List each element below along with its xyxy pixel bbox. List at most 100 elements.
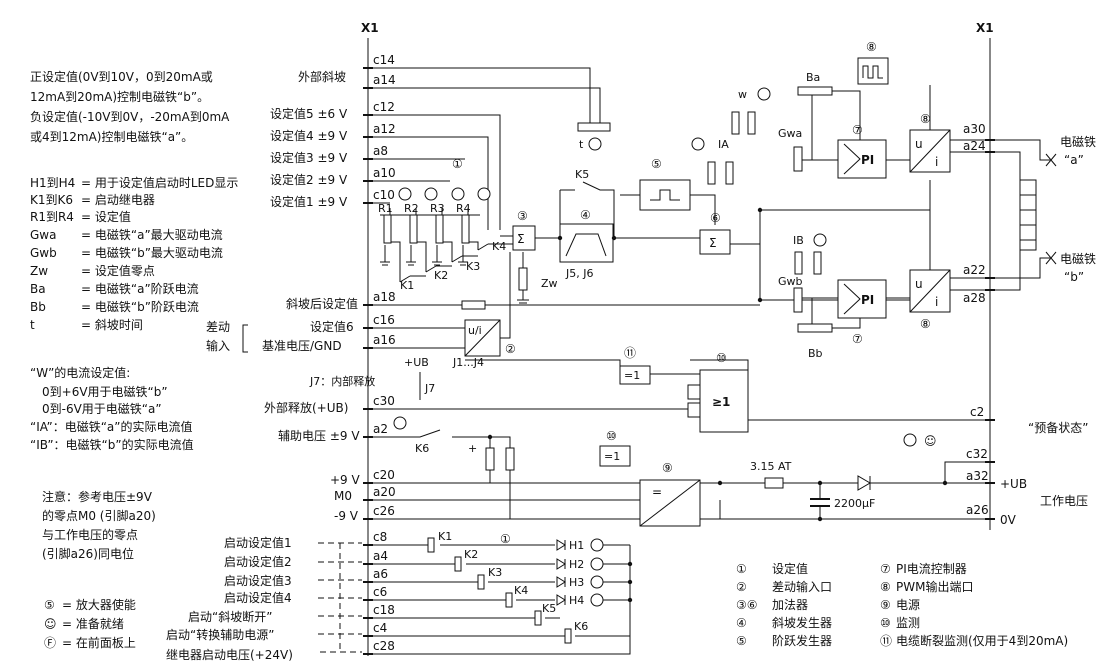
schmitt-icon [687, 402, 701, 418]
num-icon: ② [505, 342, 516, 356]
resistor [731, 111, 740, 135]
resistor-label: R1 [378, 202, 393, 215]
def-key: Bb [30, 300, 46, 314]
relay-coil [477, 574, 485, 590]
diff-input-bracket [242, 324, 248, 353]
pin-name: c20 [373, 468, 395, 482]
relay-label: K6 [415, 442, 429, 455]
legend-text: 差动输入口 [772, 579, 832, 594]
resistor [725, 161, 734, 185]
legend-text: 电源 [896, 598, 920, 612]
resistor-label: R2 [404, 202, 419, 215]
ge1-label: ≥1 [712, 395, 730, 409]
led-icon [556, 539, 566, 606]
relay-label: K2 [464, 548, 478, 561]
ramp-generator [559, 223, 614, 263]
legend-num: ④ [736, 616, 747, 630]
num-icon: ⑦ [852, 123, 863, 137]
symbol-text: = 放大器使能 [62, 597, 136, 612]
num-icon: ③ [517, 209, 528, 223]
relay-coil [505, 592, 513, 608]
symbol-front-panel-icon: Ⓕ [44, 636, 56, 650]
num-icon: ⑧ [920, 112, 931, 126]
def-val: = 斜坡时间 [81, 318, 143, 332]
ground-icon [380, 261, 468, 266]
step-generator [639, 179, 691, 211]
pin-label: +9 V [330, 473, 361, 487]
pi-label: PI [861, 153, 874, 167]
t-pot [577, 122, 611, 132]
legend-right: ① 设定值 ② 差动输入口 ③⑥ 加法器 ④ 斜坡发生器 ⑤ 阶跃发生器 ⑦ P… [736, 561, 1068, 648]
magnet-a-label: “a” [1064, 153, 1084, 167]
ready-icon: ☺ [924, 434, 937, 448]
adder-box [512, 225, 536, 251]
front-panel-icon [757, 87, 771, 101]
pin-name: a18 [373, 290, 396, 304]
cap-label: 2200µF [834, 497, 875, 510]
pin-label: M0 [334, 489, 352, 503]
legend-text: 监测 [896, 616, 920, 630]
solenoid-body [1019, 179, 1037, 251]
pin-label: 设定值6 [310, 319, 354, 334]
note-line: 或4到12mA)控制电磁铁“a”。 [30, 129, 193, 144]
gwb-label: Gwb [778, 275, 803, 288]
pin-name: c16 [373, 313, 395, 327]
magnet-a-label: 电磁铁 [1060, 134, 1096, 149]
relay-label: K2 [434, 269, 448, 282]
pin-name: a8 [373, 144, 388, 158]
resistor [505, 447, 515, 471]
note2-line: 与工作电压的零点 [42, 527, 138, 542]
pin-label: 斜坡后设定值 [286, 296, 358, 311]
pin-stubs-left [363, 67, 373, 655]
legend-text: 斜坡发生器 [772, 615, 832, 630]
i-label: i [935, 155, 938, 169]
zw-label: Zw [541, 277, 558, 290]
num-icon: ⑥ [710, 211, 721, 225]
start-label: 启动“转换辅助电源” [166, 627, 274, 642]
led-label: H3 [569, 576, 584, 589]
num-icon: ⑤ [651, 157, 662, 171]
i-label: i [935, 295, 938, 309]
work-voltage-label: 工作电压 [1040, 494, 1088, 508]
bb-pot [797, 323, 833, 333]
resistor [485, 447, 495, 471]
relay-label: K1 [438, 530, 452, 543]
legend-num: ③⑥ [736, 598, 758, 612]
ia-label: IA [718, 138, 729, 151]
resistor [813, 251, 822, 275]
fuse [764, 477, 784, 489]
front-panel-icon [588, 137, 602, 151]
start-label: 启动设定值3 [224, 573, 292, 588]
w-label: w [738, 88, 747, 101]
ia-line: “IA”：电磁铁“a”的实际电流值 [30, 419, 193, 434]
diff-input-label: 输入 [206, 338, 230, 353]
pin-label: 设定值3 ±9 V [270, 150, 348, 165]
diff-input-label: 差动 [206, 320, 230, 334]
pin-label: 外部释放(+UB) [264, 400, 348, 415]
amp-icon [843, 283, 861, 315]
def-val: = 电磁铁“b”最大驱动电流 [81, 245, 223, 260]
pin-name: c2 [970, 405, 984, 419]
step-icon [650, 189, 680, 201]
legend-text: 设定值 [772, 561, 808, 576]
relay-coil [454, 556, 462, 572]
pwm-icon [862, 65, 883, 79]
pin-name: a26 [966, 503, 989, 517]
num-icon: ① [452, 157, 463, 171]
note2-line: 注意：参考电压±9V [42, 489, 153, 504]
symbol-ready-icon: ☺ [44, 617, 57, 631]
led-label: H1 [569, 539, 584, 552]
components: R1 R2 R3 R4 K1 K2 K3 K4 K5 ① Σ ③ Zw J5, … [309, 40, 951, 644]
legend-num: ⑩ [880, 616, 891, 630]
pin-name: c6 [373, 585, 387, 599]
ramp-icon [565, 233, 607, 257]
pin-name: c26 [373, 504, 395, 518]
pin-name: c4 [373, 621, 387, 635]
legend-num: ⑪ [880, 634, 892, 648]
resistor-r4 [461, 214, 470, 244]
pin-name: a14 [373, 73, 396, 87]
j7-text: J7：内部释放 [309, 374, 375, 388]
start-label: 启动设定值1 [224, 535, 292, 550]
schmitt-icon [687, 384, 701, 400]
ba-label: Ba [806, 71, 820, 84]
